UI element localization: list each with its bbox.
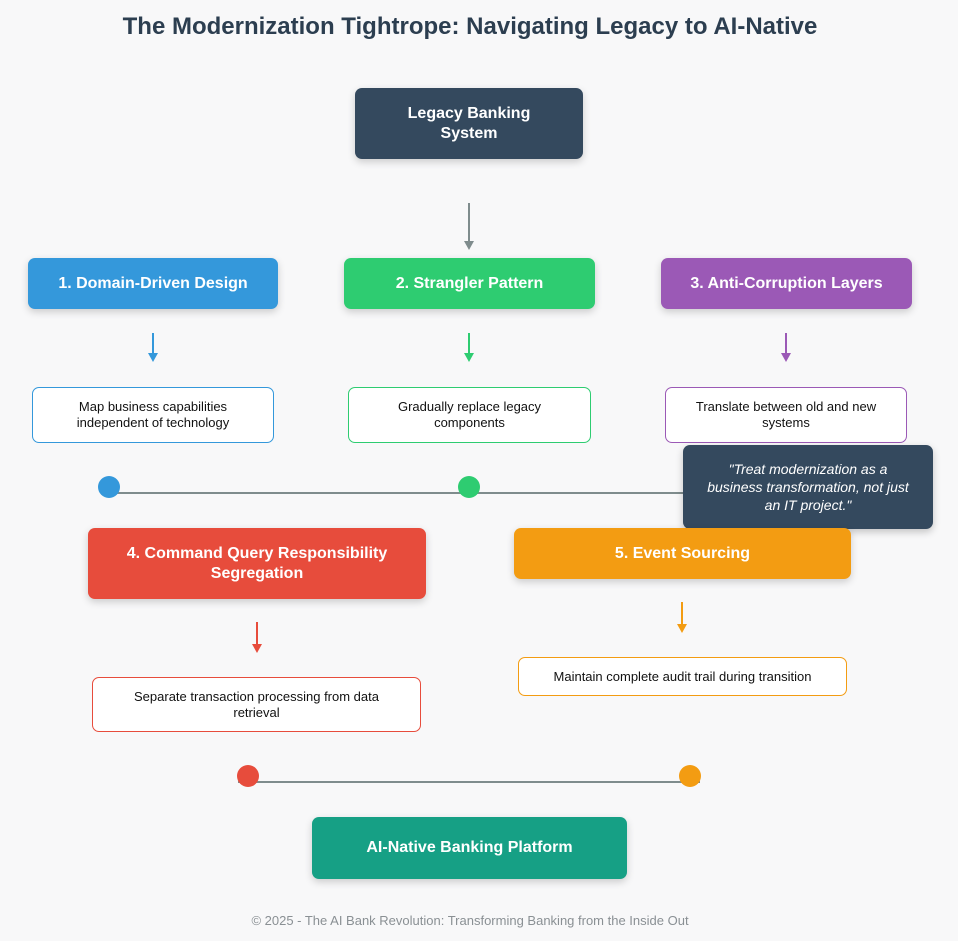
connector-line-top: [109, 492, 709, 494]
connector-dot-red: [237, 765, 259, 787]
strategy-1-arrow-line: [152, 333, 154, 353]
strategy-1-description: Map business capabilities independent of…: [32, 387, 274, 443]
strategy-5-arrow-head: [677, 624, 687, 633]
legacy-arrow-line: [468, 203, 470, 241]
strategy-1-arrow-head: [148, 353, 158, 362]
strategy-2-description-text: Gradually replace legacy components: [397, 399, 542, 430]
footer-credit: © 2025 - The AI Bank Revolution: Transfo…: [251, 913, 689, 928]
strategy-4-arrow-head: [252, 644, 262, 653]
strategy-2-description: Gradually replace legacy components: [348, 387, 591, 443]
strategy-5-description: Maintain complete audit trail during tra…: [518, 657, 847, 696]
strategy-box-cqrs: 4. Command Query Responsibility Segregat…: [88, 528, 426, 599]
strategy-box-event-sourcing: 5. Event Sourcing: [514, 528, 851, 579]
strategy-label: 3. Anti-Corruption Layers: [690, 274, 883, 292]
strategy-label: 2. Strangler Pattern: [395, 274, 544, 292]
strategy-3-description: Translate between old and new systems: [665, 387, 907, 443]
quote-callout: "Treat modernization as a business trans…: [683, 445, 933, 529]
strategy-3-description-text: Translate between old and new systems: [695, 399, 877, 430]
connector-line-bottom: [238, 781, 700, 783]
strategy-box-anti-corruption-layers: 3. Anti-Corruption Layers: [661, 258, 912, 309]
strategy-5-arrow-line: [681, 602, 683, 624]
ai-native-platform-box: AI-Native Banking Platform: [312, 817, 627, 879]
connector-dot-green: [458, 476, 480, 498]
strategy-3-arrow-head: [781, 353, 791, 362]
quote-text: "Treat modernization as a business trans…: [707, 461, 909, 513]
legacy-system-label: Legacy Banking System: [407, 104, 531, 142]
strategy-4-description: Separate transaction processing from dat…: [92, 677, 421, 732]
legacy-arrow-head: [464, 241, 474, 250]
ai-native-platform-label: AI-Native Banking Platform: [366, 839, 573, 856]
strategy-box-domain-driven-design: 1. Domain-Driven Design: [28, 258, 278, 309]
strategy-2-arrow-line: [468, 333, 470, 353]
connector-dot-orange: [679, 765, 701, 787]
connector-dot-blue: [98, 476, 120, 498]
strategy-1-description-text: Map business capabilities independent of…: [76, 399, 230, 430]
page-title: The Modernization Tightrope: Navigating …: [122, 13, 818, 40]
strategy-box-strangler-pattern: 2. Strangler Pattern: [344, 258, 595, 309]
strategy-3-arrow-line: [785, 333, 787, 353]
legacy-system-box: Legacy Banking System: [355, 88, 583, 159]
strategy-2-arrow-head: [464, 353, 474, 362]
strategy-label: 5. Event Sourcing: [614, 544, 751, 562]
strategy-4-arrow-line: [256, 622, 258, 644]
strategy-label: 1. Domain-Driven Design: [58, 274, 248, 292]
strategy-4-description-text: Separate transaction processing from dat…: [134, 688, 379, 720]
strategy-5-description-text: Maintain complete audit trail during tra…: [553, 668, 812, 684]
strategy-label: 4. Command Query Responsibility Segregat…: [126, 544, 388, 582]
